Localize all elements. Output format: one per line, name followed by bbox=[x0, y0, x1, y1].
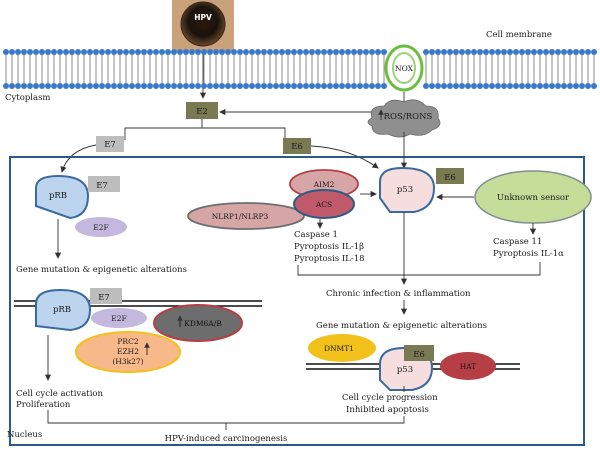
hpv-label: HPV bbox=[194, 13, 212, 22]
p53-bottom-label: p53 bbox=[397, 365, 413, 375]
e2f-top: E2F bbox=[75, 217, 127, 237]
hat-label: HAT bbox=[460, 362, 477, 371]
pyroptosis-il1b: Pyroptosis IL-1β bbox=[294, 242, 364, 252]
cell-membrane-label: Cell membrane bbox=[486, 30, 552, 40]
proliferation-label: Proliferation bbox=[16, 400, 71, 410]
nlrp1-nlrp3: NLRP1/NLRP3 bbox=[187, 202, 305, 230]
prc2-label: PRC2 bbox=[117, 337, 138, 346]
e7-prb-top-label: E7 bbox=[96, 181, 108, 191]
hat: HAT bbox=[440, 352, 496, 380]
e6-bottom-label: E6 bbox=[413, 350, 425, 360]
h3k27-label: (H3k27) bbox=[112, 357, 143, 366]
e7-box-top: E7 bbox=[96, 136, 124, 152]
acs: ACS bbox=[293, 189, 355, 219]
ezh2-label: EZH2 bbox=[117, 347, 139, 356]
gene-mutation-right: Gene mutation & epigenetic alterations bbox=[316, 321, 487, 331]
gene-mutation-left: Gene mutation & epigenetic alterations bbox=[16, 265, 187, 275]
prb-middle-label: pRB bbox=[53, 305, 71, 315]
unknown-sensor-label: Unknown sensor bbox=[497, 193, 570, 203]
nucleus-label: Nucleus bbox=[7, 430, 42, 440]
kdm-label: KDM6A/B bbox=[184, 319, 222, 328]
pyroptosis-il18: Pyroptosis IL-18 bbox=[294, 254, 365, 264]
e2f-middle-label: E2F bbox=[111, 314, 126, 323]
kdm6ab: KDM6A/B bbox=[153, 304, 243, 342]
e6-top-label: E6 bbox=[291, 142, 303, 152]
dnmt1: DNMT1 bbox=[308, 334, 376, 362]
p53-bottom: p53 E6 bbox=[379, 345, 434, 391]
aim2: AIM2 bbox=[289, 169, 359, 199]
p53-top: p53 E6 bbox=[379, 166, 464, 213]
nox-channel: NOX bbox=[384, 44, 424, 92]
hpv-virus: HPV bbox=[172, 0, 234, 52]
cell-membrane bbox=[3, 49, 597, 89]
acs-label: ACS bbox=[315, 200, 332, 209]
prb-top-label: pRB bbox=[49, 191, 67, 201]
e2f-middle: E2F bbox=[91, 308, 147, 328]
inhibited-apoptosis: Inhibited apoptosis bbox=[346, 405, 429, 415]
e6-p53-top-label: E6 bbox=[444, 173, 456, 183]
nlrp-label: NLRP1/NLRP3 bbox=[212, 212, 269, 221]
e2-label: E2 bbox=[196, 107, 208, 117]
caspase11-label: Caspase 11 bbox=[493, 237, 542, 247]
unknown-sensor: Unknown sensor bbox=[474, 170, 592, 224]
nox-label: NOX bbox=[395, 64, 414, 73]
ros-label: ROS/RONS bbox=[384, 112, 433, 122]
cell-cycle-progression: Cell cycle progression bbox=[342, 393, 438, 403]
e2f-top-label: E2F bbox=[93, 223, 108, 232]
prb-middle: pRB E7 bbox=[35, 288, 122, 332]
p53-top-label: p53 bbox=[397, 185, 413, 195]
pyroptosis-il1a: Pyroptosis IL-1α bbox=[493, 249, 564, 259]
dnmt1-label: DNMT1 bbox=[324, 344, 354, 353]
aim2-label: AIM2 bbox=[313, 180, 335, 189]
e7-top-label: E7 bbox=[104, 140, 116, 150]
e6-box-top: E6 bbox=[283, 138, 311, 154]
chronic-infection: Chronic infection & inflammation bbox=[326, 289, 471, 299]
ros-cloud: ROS/RONS bbox=[367, 99, 441, 138]
e7-middle-label: E7 bbox=[98, 293, 110, 303]
cytoplasm-label: Cytoplasm bbox=[5, 93, 51, 103]
nucleus-boundary bbox=[9, 156, 585, 446]
prb-top: pRB E7 bbox=[35, 174, 120, 220]
e2-box: E2 bbox=[186, 102, 218, 119]
hpv-carcinogenesis: HPV-induced carcinogenesis bbox=[165, 434, 288, 444]
caspase1-label: Caspase 1 bbox=[294, 230, 338, 240]
prc2-complex: PRC2 EZH2 (H3k27) bbox=[75, 331, 181, 373]
cell-cycle-activation: Cell cycle activation bbox=[16, 389, 104, 399]
